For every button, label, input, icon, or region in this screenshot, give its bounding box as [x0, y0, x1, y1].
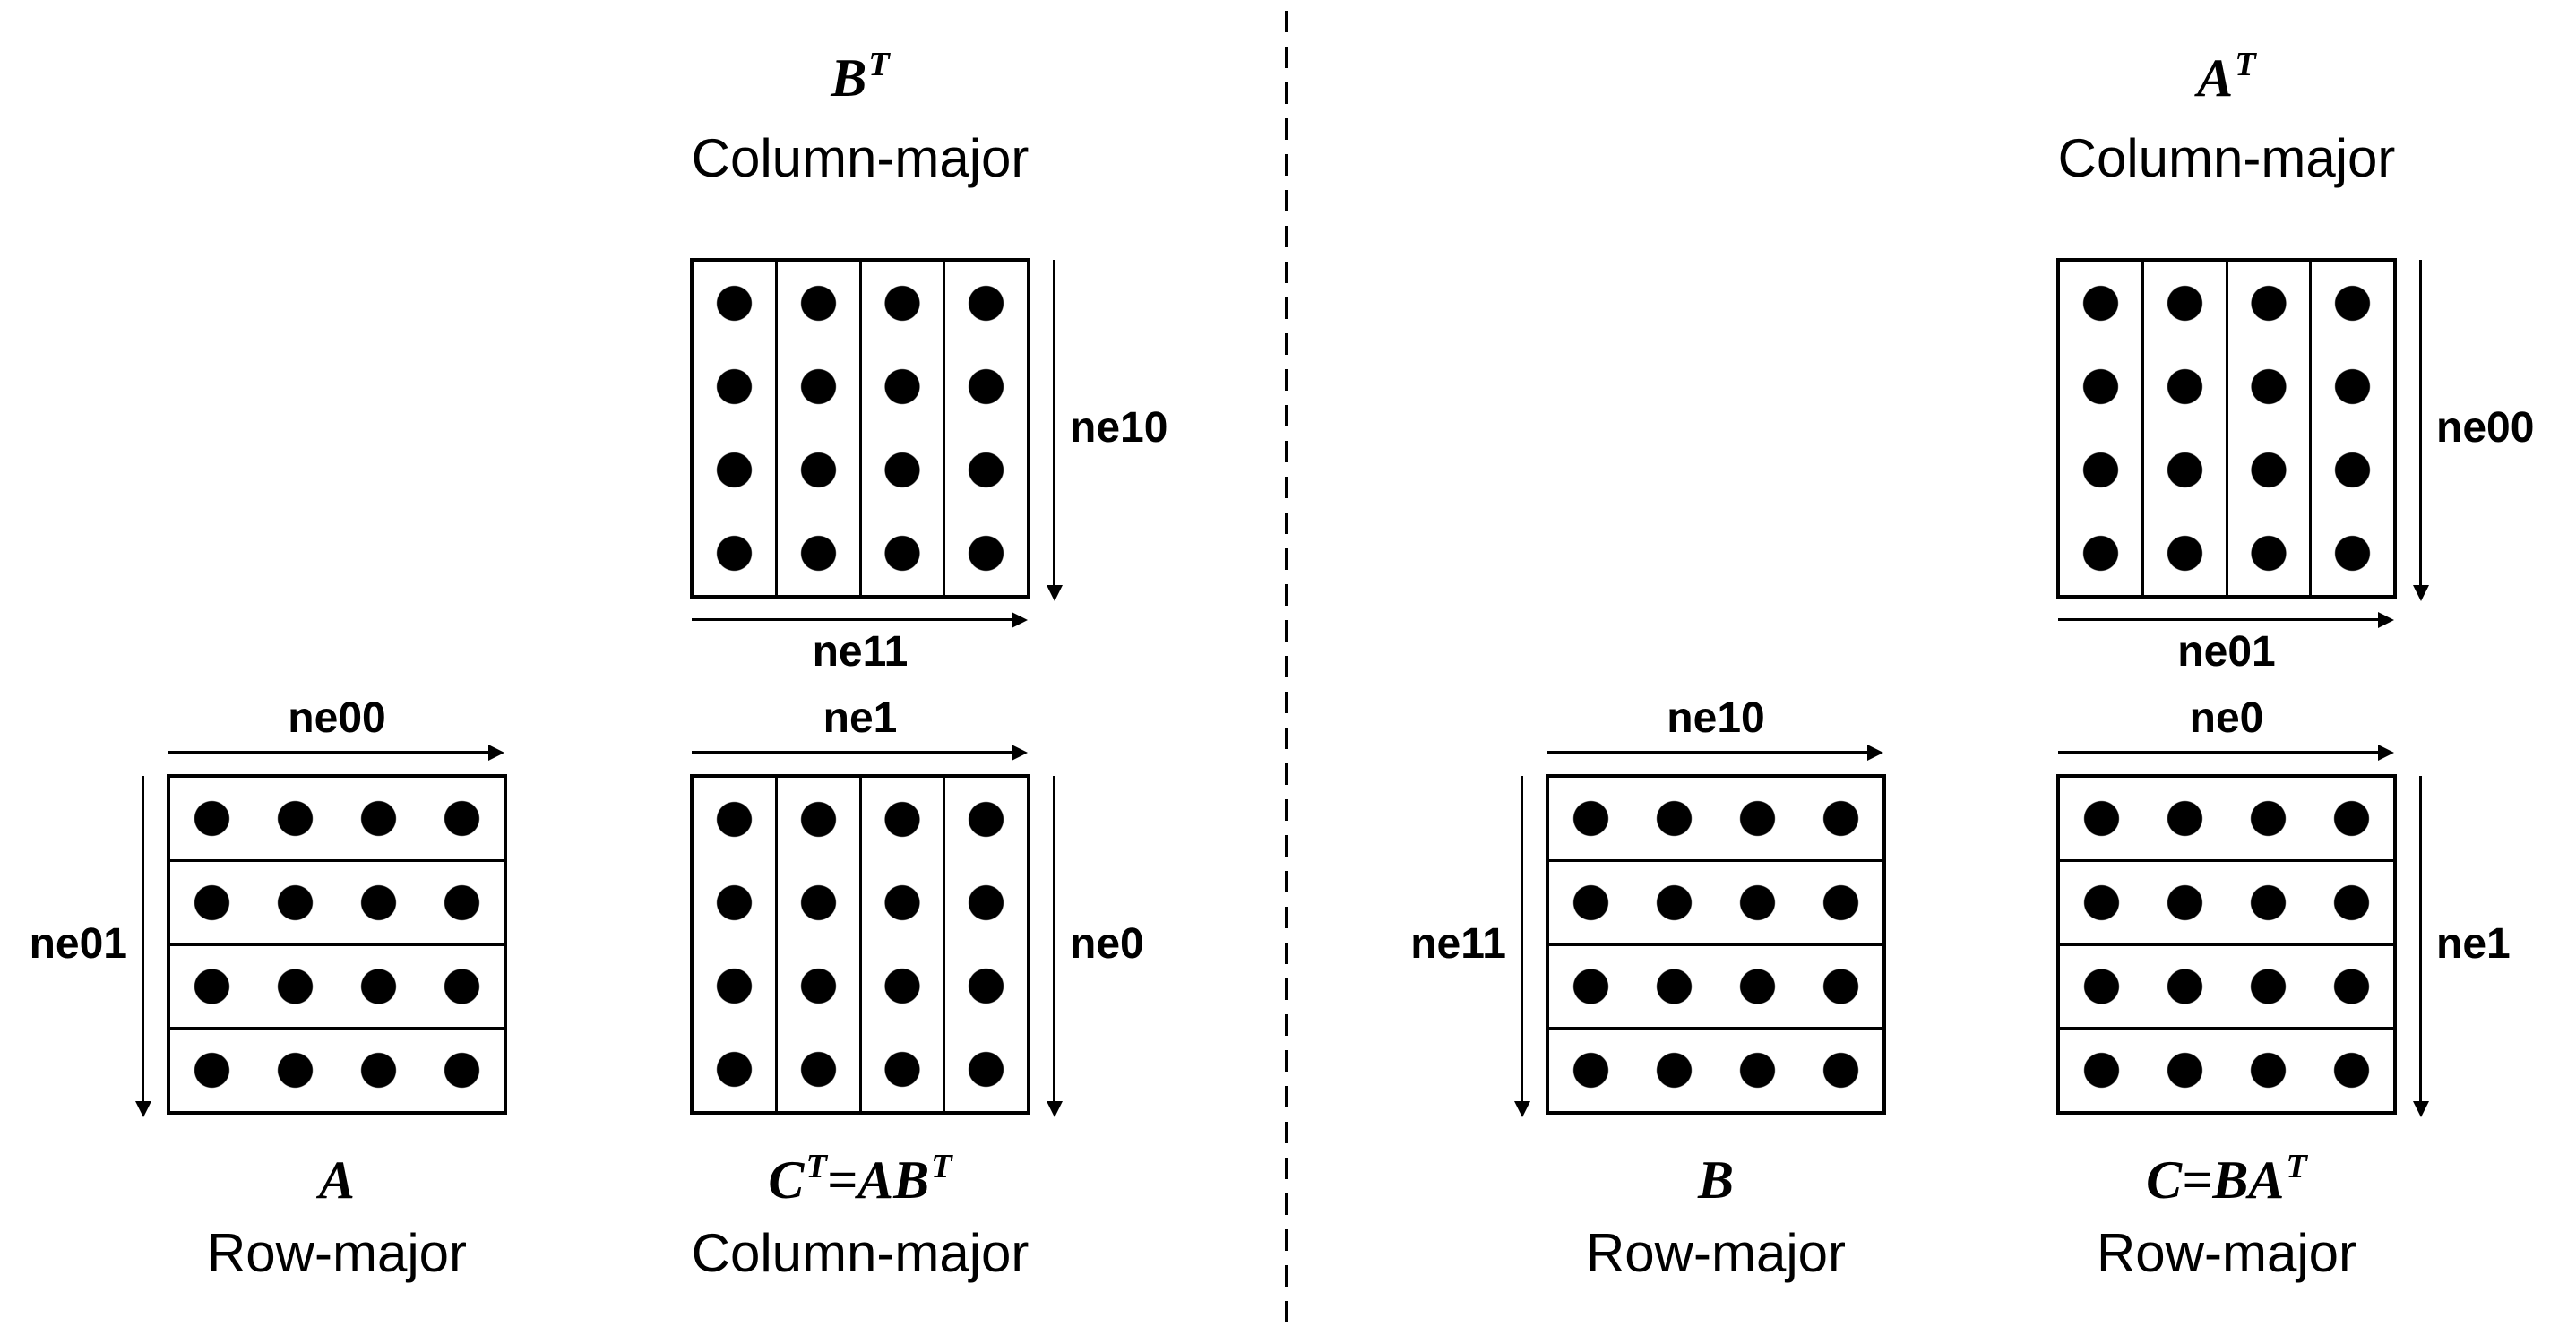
down-arrow-icon	[1053, 260, 1055, 586]
dimension-label: ne00	[2436, 404, 2535, 452]
matrix-column	[945, 262, 1027, 595]
matrix-equation-mid: =BA	[2182, 1150, 2285, 1210]
down-arrow-icon	[2419, 776, 2422, 1102]
matrix-name-base: B	[831, 48, 867, 108]
matrix-equation: C=BAT	[2146, 1147, 2307, 1210]
matrix-column	[2312, 262, 2393, 595]
right-arrow-icon	[2058, 751, 2379, 754]
matrix-b: ne10 ne11 B Row-major	[1410, 697, 1886, 1283]
matrix-name-base: C	[768, 1150, 805, 1210]
matrix-name: AT	[2197, 45, 2256, 108]
right-arrow-icon	[168, 751, 489, 754]
dimension-label: ne11	[812, 628, 909, 676]
matrix-column	[694, 262, 778, 595]
matrix-row	[1549, 945, 1882, 1030]
matrix-name-superscript: T	[931, 1147, 952, 1185]
right-arrow-icon	[1547, 751, 1868, 754]
vertical-dashed-divider	[1285, 11, 1288, 1335]
matrix-name: BT	[831, 45, 890, 108]
matrix-name-base: B	[1697, 1150, 1735, 1210]
dimension-label: ne01	[2177, 628, 2276, 676]
matrix-name-superscript: T	[806, 1147, 827, 1185]
right-arrow-icon	[692, 618, 1012, 621]
matrix-row	[170, 945, 504, 1030]
matrix-row	[2060, 861, 2393, 946]
matrix-a: ne00 ne01 A Row-major	[30, 697, 507, 1283]
dimension-label: ne0	[1070, 920, 1144, 968]
matrix-column	[2143, 262, 2228, 595]
matrix-grid	[690, 258, 1030, 599]
down-arrow-icon	[1053, 776, 1055, 1102]
matrix-grid	[2056, 774, 2397, 1115]
matrix-c: ne0 ne1 C=BAT Row-major	[2056, 697, 2511, 1283]
storage-order-label: Column-major	[691, 1223, 1030, 1283]
matrix-name: A	[319, 1150, 355, 1210]
matrix-name-base: A	[318, 1150, 356, 1210]
matrix-column	[777, 778, 862, 1111]
dimension-label: ne11	[1410, 920, 1506, 968]
matrix-name-superscript: T	[2286, 1147, 2307, 1185]
matrix-row	[2060, 945, 2393, 1030]
matrix-column	[694, 778, 778, 1111]
right-arrow-icon	[2058, 618, 2379, 621]
matrix-column	[777, 262, 862, 595]
matrix-equation-mid: =AB	[826, 1150, 930, 1210]
storage-order-label: Row-major	[206, 1223, 468, 1283]
matrix-grid	[2056, 258, 2397, 599]
matrix-name-base: A	[2197, 48, 2234, 108]
matrix-name-base: C	[2146, 1150, 2183, 1210]
storage-order-label: Column-major	[2057, 128, 2396, 188]
matrix-b-transpose: BT Column-major ne10 ne11	[690, 46, 1167, 674]
matrix-column	[2060, 262, 2144, 595]
matrix-column	[861, 262, 946, 595]
dimension-label: ne10	[1070, 404, 1168, 452]
matrix-row	[170, 778, 504, 862]
matrix-column	[2227, 262, 2313, 595]
matrix-name-superscript: T	[868, 45, 890, 83]
matrix-grid	[167, 774, 507, 1115]
down-arrow-icon	[142, 776, 144, 1102]
dimension-label: ne01	[29, 920, 127, 968]
matrix-grid	[1546, 774, 1886, 1115]
storage-order-label: Row-major	[2096, 1223, 2357, 1283]
dimension-label: ne1	[823, 694, 898, 742]
matrix-column	[861, 778, 946, 1111]
dimension-label: ne00	[288, 694, 386, 742]
storage-order-label: Row-major	[1585, 1223, 1847, 1283]
storage-order-label: Column-major	[691, 128, 1030, 188]
matrix-row	[170, 861, 504, 946]
dimension-label: ne0	[2189, 694, 2264, 742]
down-arrow-icon	[2419, 260, 2422, 586]
down-arrow-icon	[1521, 776, 1523, 1102]
matrix-row	[1549, 778, 1882, 862]
matrix-grid	[690, 774, 1030, 1115]
matrix-equation: CT=ABT	[768, 1147, 952, 1210]
right-arrow-icon	[692, 751, 1012, 754]
matrix-a-transpose: AT Column-major ne00 ne01	[2056, 46, 2534, 674]
matrix-row	[2060, 778, 2393, 862]
matrix-row	[1549, 1030, 1882, 1111]
matrix-row	[1549, 861, 1882, 946]
matrix-row	[170, 1030, 504, 1111]
dimension-label: ne10	[1667, 694, 1765, 742]
matrix-name: B	[1698, 1150, 1734, 1210]
matrix-name-superscript: T	[2235, 45, 2256, 83]
dimension-label: ne1	[2436, 920, 2511, 968]
matrix-row	[2060, 1030, 2393, 1111]
matrix-c-transpose: ne1 ne0 CT=ABT Column-major	[690, 697, 1144, 1283]
matrix-column	[945, 778, 1027, 1111]
